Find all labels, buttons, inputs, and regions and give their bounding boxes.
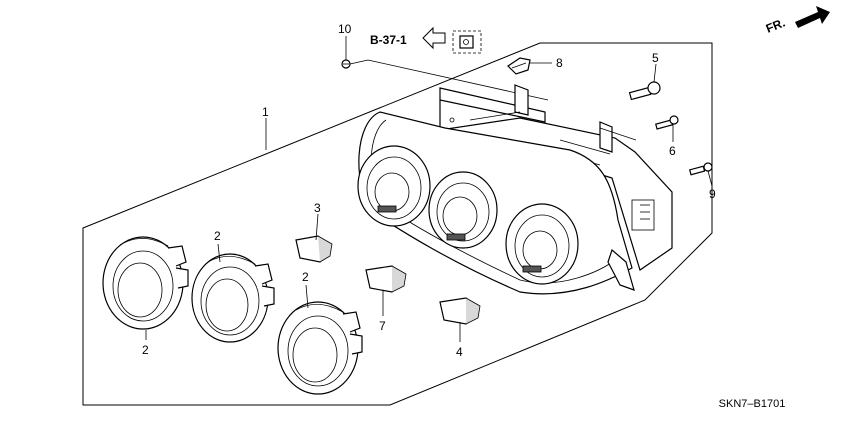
callout-6: 6 — [669, 144, 676, 158]
screw-6-icon — [655, 115, 679, 130]
callout-4: 4 — [456, 345, 463, 359]
button-4-icon — [439, 297, 481, 325]
callout-9: 9 — [709, 187, 716, 201]
screw-9-icon — [688, 162, 713, 176]
callout-2b: 2 — [214, 229, 221, 243]
callout-8: 8 — [556, 56, 563, 70]
knob-ring-front — [277, 301, 363, 395]
front-arrow-icon — [795, 6, 830, 28]
diagram-code: SKN7–B1701 — [719, 398, 786, 410]
direction-label: FR. — [764, 16, 787, 36]
callout-7: 7 — [379, 319, 386, 333]
reference-label[interactable]: B-37-1 — [370, 33, 407, 47]
clip-8-icon — [507, 57, 531, 75]
callout-1: 1 — [262, 105, 269, 119]
callout-5: 5 — [652, 51, 659, 65]
clip-icon — [452, 30, 482, 54]
assembly-boundary — [82, 42, 713, 406]
knob-ring-left — [102, 236, 189, 330]
screw-5-icon — [628, 81, 661, 101]
reference-arrow-icon — [422, 26, 446, 50]
callout-3: 3 — [314, 201, 321, 215]
screw-10-icon — [341, 59, 369, 69]
button-3-icon — [295, 235, 333, 263]
callout-2c: 2 — [302, 270, 309, 284]
knob-ring-middle — [191, 253, 275, 343]
callout-10: 10 — [338, 22, 352, 36]
callout-2a: 2 — [142, 343, 149, 357]
control-panel-assembly — [357, 84, 673, 295]
button-ac-icon — [365, 265, 407, 293]
